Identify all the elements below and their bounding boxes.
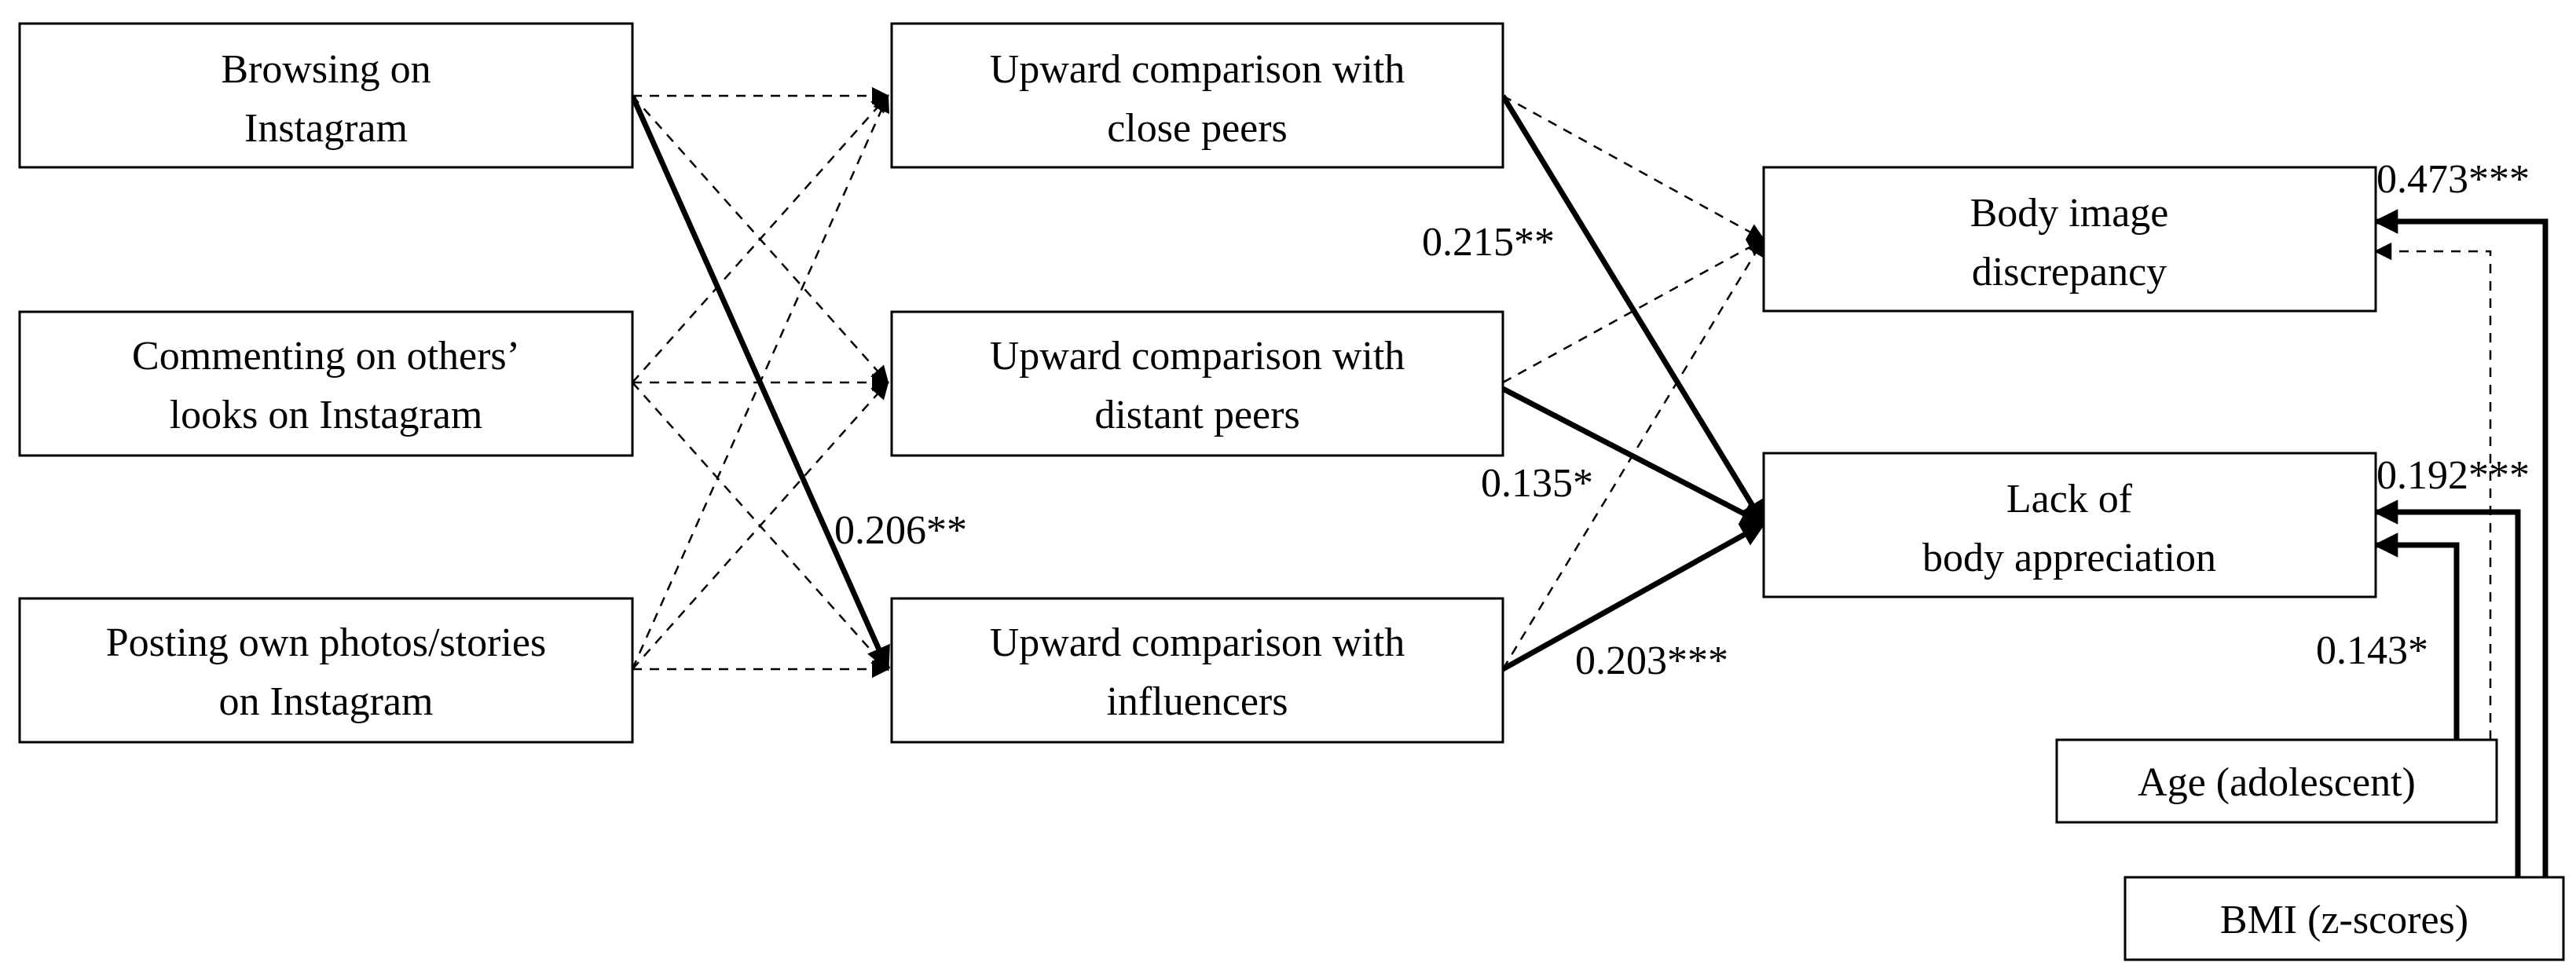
node-close-peers-line-1: Upward comparison with: [990, 47, 1405, 92]
edge-bmi-body-image-discrepancy: [2373, 209, 2549, 877]
node-distant-peers-line-2: distant peers: [1094, 393, 1299, 437]
node-lack-body-appreciation-line-2: body appreciation: [1922, 536, 2216, 580]
node-close-peers: Upward comparison with close peers: [890, 22, 1504, 169]
node-bmi: BMI (z-scores): [2123, 876, 2565, 961]
node-posting: Posting own photos/stories on Instagram: [18, 597, 634, 744]
label-bmi-lack-body-appreciation: 0.192***: [2376, 453, 2530, 498]
edge-distant-peers-lack-body-appreciation: [1501, 386, 1766, 527]
node-commenting-line-1: Commenting on others’: [132, 334, 520, 379]
edge-age-lack-body-appreciation: [2373, 532, 2460, 740]
labels-layer: 0.206** 0.215** 0.135* 0.203*** 0.473***…: [834, 157, 2530, 683]
nodes-layer: Browsing on Instagram Commenting on othe…: [18, 22, 2565, 961]
label-distant-peers-lack-body-appreciation: 0.135*: [1481, 461, 1593, 506]
edge-bmi-lack-body-appreciation: [2373, 499, 2521, 877]
node-age-line-1: Age (adolescent): [2138, 760, 2416, 805]
label-influencers-lack-body-appreciation: 0.203***: [1575, 639, 1728, 683]
node-bmi-line-1: BMI (z-scores): [2220, 898, 2468, 942]
node-browsing-line-1: Browsing on: [221, 47, 431, 92]
node-commenting-line-2: looks on Instagram: [170, 393, 483, 437]
node-influencers-line-1: Upward comparison with: [990, 620, 1405, 665]
node-posting-line-2: on Instagram: [219, 679, 434, 724]
label-close-peers-lack-body-appreciation: 0.215**: [1422, 220, 1555, 265]
node-distant-peers: Upward comparison with distant peers: [890, 310, 1504, 457]
label-age-lack-body-appreciation: 0.143*: [2316, 628, 2428, 673]
node-commenting: Commenting on others’ looks on Instagram: [18, 310, 634, 457]
edges-layer: [629, 86, 2549, 877]
edge-close-peers-body-image-discrepancy: [1502, 94, 1765, 241]
edge-influencers-lack-body-appreciation: [1501, 521, 1766, 672]
edge-age-body-image-discrepancy: [2373, 242, 2492, 740]
node-distant-peers-line-1: Upward comparison with: [990, 334, 1405, 379]
edge-influencers-body-image-discrepancy: [1501, 238, 1765, 670]
edge-commenting-close-peers: [632, 94, 889, 383]
node-influencers-line-2: influencers: [1106, 679, 1288, 724]
node-body-image-discrepancy: Body image discrepancy: [1762, 166, 2377, 313]
node-posting-line-1: Posting own photos/stories: [106, 620, 547, 665]
node-influencers: Upward comparison with influencers: [890, 597, 1504, 744]
node-lack-body-appreciation: Lack of body appreciation: [1762, 452, 2377, 598]
node-lack-body-appreciation-line-1: Lack of: [2006, 477, 2133, 521]
node-age: Age (adolescent): [2055, 738, 2498, 824]
node-browsing: Browsing on Instagram: [18, 22, 634, 169]
edge-browsing-influencers: [629, 94, 891, 671]
edge-posting-distant-peers: [632, 381, 889, 670]
node-close-peers-line-2: close peers: [1107, 106, 1288, 151]
node-browsing-line-2: Instagram: [244, 106, 408, 151]
edge-close-peers-lack-body-appreciation: [1501, 94, 1766, 526]
node-body-image-discrepancy-line-2: discrepancy: [1972, 250, 2167, 295]
edge-distant-peers-body-image-discrepancy: [1502, 238, 1765, 384]
label-browsing-influencers: 0.206**: [834, 508, 967, 553]
node-body-image-discrepancy-line-1: Body image: [1970, 191, 2169, 236]
label-bmi-body-image-discrepancy: 0.473***: [2376, 157, 2530, 202]
